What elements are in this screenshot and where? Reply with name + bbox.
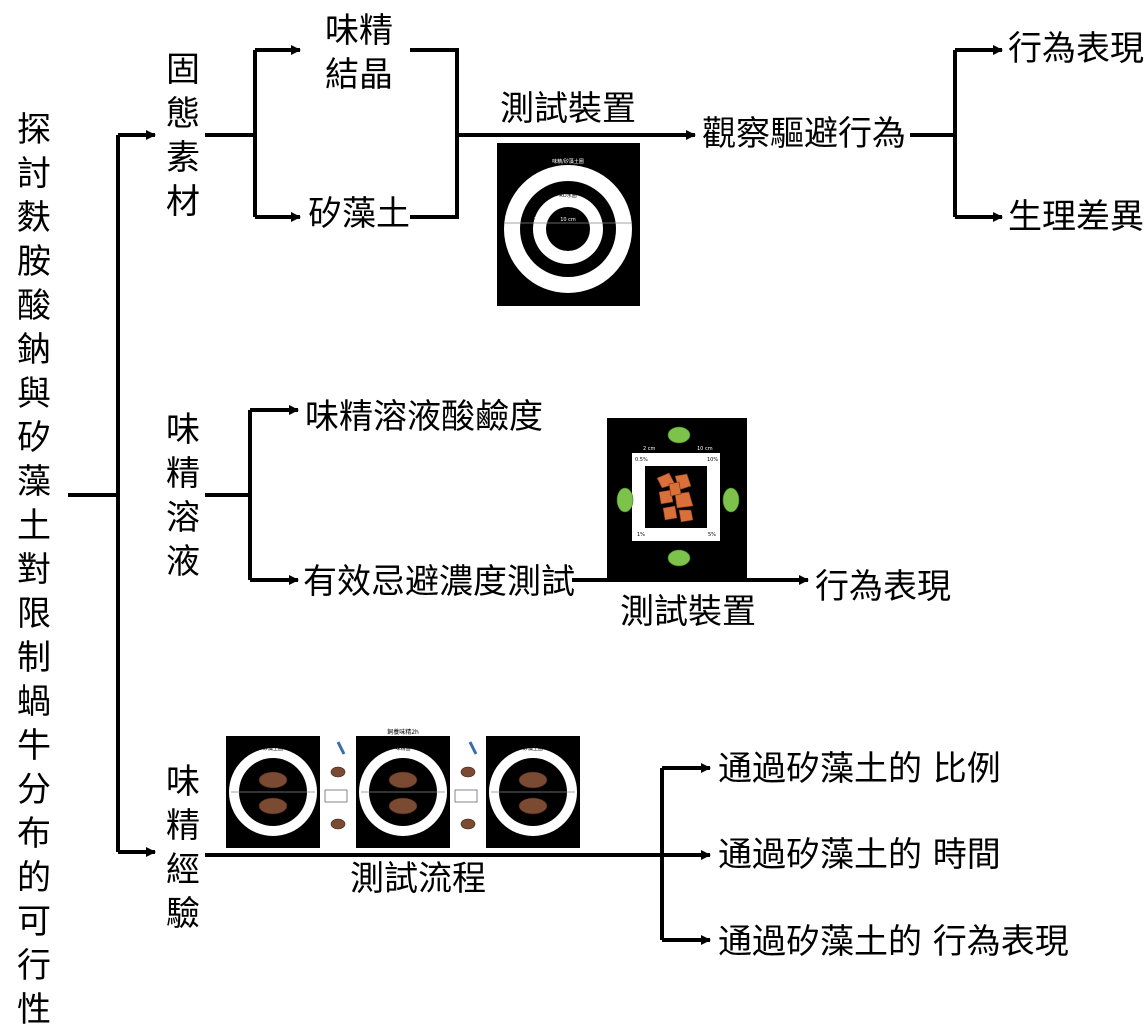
flow-top-note: 飼養味精2h <box>387 728 419 736</box>
ring-center: 10 cm <box>560 217 576 223</box>
branch1-outcome-top: 行為表現 <box>1008 29 1144 69</box>
branch3-outcome-3: 通過矽藻土的 行為表現 <box>718 922 1069 962</box>
branch2-sub-top: 味精溶液酸鹼度 <box>305 397 543 437</box>
branch1-result: 觀察驅避行為 <box>702 114 906 154</box>
flow-panel1-label: 矽藻土圈 <box>263 745 283 752</box>
square-top-left: 2 cm <box>643 446 656 452</box>
branch1-label: 固態素材 <box>166 50 200 222</box>
main-title: 探討麩胺酸鈉與矽藻土對限制蝸牛分布的可行性 <box>17 110 51 1030</box>
square-c1: 0.5% <box>635 457 648 463</box>
branch1-sub-top-line1: 味精 <box>325 11 393 51</box>
branch3-flow-label: 測試流程 <box>350 859 486 899</box>
branch2-sub-bottom: 有效忌避濃度測試 <box>303 562 575 602</box>
square-c3: 1% <box>637 532 645 538</box>
connector-lines <box>68 45 1003 945</box>
ring-seg3: 2 cm <box>534 217 547 223</box>
branch2-label: 味精溶液 <box>166 410 200 582</box>
branch1-device-label: 測試裝置 <box>500 89 636 129</box>
flow-panel2-label: 味精圈 <box>395 745 410 752</box>
square-c2: 10% <box>707 457 718 463</box>
branch2-outcome: 行為表現 <box>815 567 951 607</box>
ring-seg1: 2 cm <box>507 217 520 223</box>
branch1-outcome-bottom: 生理差異 <box>1008 197 1144 237</box>
branch2-device-label: 測試裝置 <box>620 592 756 632</box>
square-test-device-image: 2 cm 10 cm 0.5% 10% 1% 5% <box>607 418 747 578</box>
branch1-sub-top-line2: 結晶 <box>325 55 393 95</box>
branch3-outcome-2: 通過矽藻土的 時間 <box>718 835 1001 875</box>
branch3-label: 味精經驗 <box>166 762 200 934</box>
ring-seg2: 2 cm <box>521 217 534 223</box>
branch3-outcome-1: 通過矽藻土的 比例 <box>718 749 1001 789</box>
ring-inner-label: RO水圈 <box>559 192 576 199</box>
branch1-sub-bottom: 矽藻土 <box>308 194 410 234</box>
square-c4: 5% <box>708 532 716 538</box>
flow-panel3-label: 矽藻土圈 <box>523 745 543 752</box>
ring-test-device-image: 味精/矽藻土圈 RO水圈 2 cm 2 cm 2 cm 10 cm <box>497 143 640 306</box>
square-top-right: 10 cm <box>697 446 713 452</box>
test-flow-image: 飼養味精2h 矽藻土圈 味精圈 矽藻土圈 <box>226 728 580 850</box>
ring-outer-label: 味精/矽藻土圈 <box>552 158 584 165</box>
